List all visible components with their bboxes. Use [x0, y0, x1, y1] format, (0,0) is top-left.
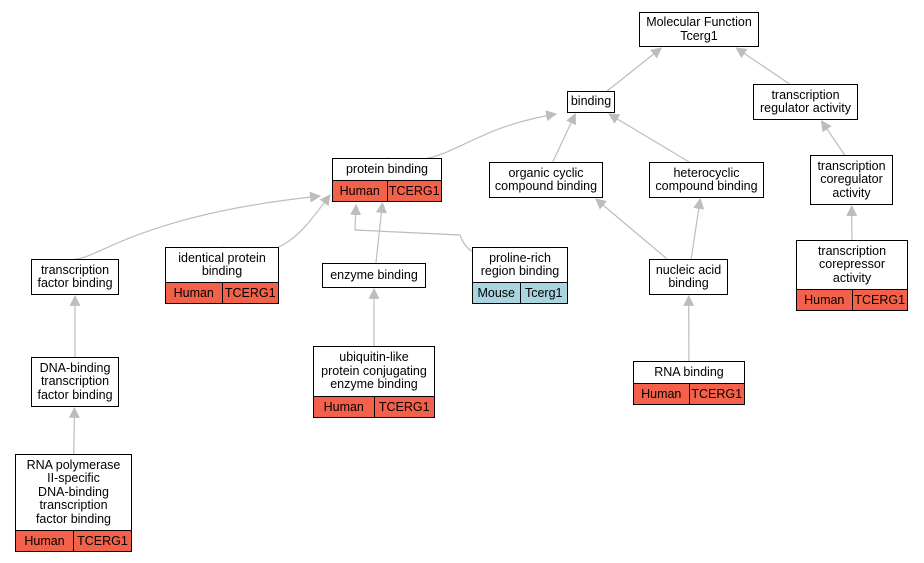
gene-cell: TCERG1	[386, 181, 442, 201]
term-label: RNA polymerase II-specific DNA-binding t…	[26, 457, 121, 526]
gene-cell: TCERG1	[373, 397, 435, 417]
term-label: protein binding	[345, 161, 428, 176]
term-node-transcription-regulator-activity[interactable]: transcription regulator activity	[753, 84, 858, 120]
annotation-row: Human TCERG1	[16, 530, 131, 551]
gene-cell: TCERG1	[73, 531, 131, 551]
edge-rna-polymerase-ii-specific-dna-binding-transcription-factor-binding-to-dna-binding-transcription-factor-binding	[68, 406, 80, 455]
term-node-dna-binding-transcription-factor-binding[interactable]: DNA-binding transcription factor binding	[31, 357, 119, 407]
species-cell: Human	[339, 184, 380, 198]
species-cell: Human	[323, 400, 364, 414]
edge-binding-to-molecular-function	[606, 47, 663, 92]
species-cell: Human	[804, 293, 845, 307]
gene-cell: TCERG1	[688, 384, 745, 404]
term-label: enzyme binding	[330, 267, 418, 282]
gene-cell: TCERG1	[221, 283, 279, 303]
species-cell: Mouse	[477, 286, 516, 300]
term-node-enzyme-binding[interactable]: enzyme binding	[322, 263, 426, 288]
species-cell: Human	[24, 534, 65, 548]
edge-nucleic-acid-binding-to-heterocyclic-compound-binding	[690, 197, 705, 260]
gene-cell: TCERG1	[851, 290, 908, 310]
term-node-transcription-coregulator-activity[interactable]: transcription coregulator activity	[810, 155, 893, 205]
annotation-row: Human TCERG1	[333, 180, 441, 201]
edge-organic-cyclic-compound-binding-to-binding	[552, 113, 577, 163]
species-cell: Human	[641, 387, 682, 401]
term-label: heterocyclic compound binding	[655, 165, 758, 193]
gene-cell: Tcerg1	[519, 283, 568, 303]
edge-enzyme-binding-to-protein-binding	[375, 201, 387, 264]
term-label: identical protein binding	[178, 250, 266, 278]
term-label: transcription corepressor activity	[817, 243, 887, 285]
annotation-row: Human TCERG1	[314, 396, 434, 417]
edge-protein-binding-to-binding	[386, 110, 558, 161]
term-label: transcription coregulator activity	[817, 158, 886, 200]
edge-identical-protein-binding-to-protein-binding	[221, 194, 331, 253]
annotation-row: Human TCERG1	[166, 282, 278, 303]
term-label: binding	[570, 94, 612, 109]
term-label: organic cyclic compound binding	[494, 165, 598, 193]
term-label: transcription factor binding	[37, 262, 113, 290]
term-node-heterocyclic-compound-binding[interactable]: heterocyclic compound binding	[649, 162, 764, 198]
term-node-transcription-factor-binding[interactable]: transcription factor binding	[31, 259, 119, 295]
term-label: transcription regulator activity	[759, 87, 851, 115]
term-node-organic-cyclic-compound-binding[interactable]: organic cyclic compound binding	[489, 162, 603, 198]
edge-heterocyclic-compound-binding-to-binding	[608, 113, 690, 163]
term-node-ubiquitin-like-protein-conjugating-enzyme-binding[interactable]: ubiquitin-like protein conjugating enzym…	[313, 346, 435, 418]
edge-nucleic-acid-binding-to-organic-cyclic-compound-binding	[595, 198, 668, 260]
species-cell: Human	[173, 286, 214, 300]
edge-transcription-factor-binding-to-protein-binding	[74, 191, 322, 260]
annotation-row: Human TCERG1	[797, 289, 907, 310]
term-node-nucleic-acid-binding[interactable]: nucleic acid binding	[649, 259, 728, 295]
term-label: DNA-binding transcription factor binding	[37, 360, 113, 402]
term-node-molecular-function[interactable]: Molecular Function Tcerg1	[639, 12, 759, 47]
term-label: RNA binding	[654, 364, 724, 379]
term-node-rna-polymerase-ii-specific-dna-binding-transcription-factor-binding[interactable]: RNA polymerase II-specific DNA-binding t…	[15, 454, 132, 552]
term-node-binding[interactable]: binding	[567, 91, 615, 113]
term-label: ubiquitin-like protein conjugating enzym…	[321, 350, 427, 392]
edge-transcription-coregulator-activity-to-transcription-regulator-activity	[820, 120, 846, 156]
term-label: Molecular Function Tcerg1	[646, 15, 752, 43]
term-label: proline-rich region binding	[480, 250, 560, 278]
term-label: nucleic acid binding	[655, 262, 722, 290]
annotation-row: Human TCERG1	[634, 383, 744, 404]
edge-transcription-regulator-activity-to-molecular-function	[735, 47, 790, 85]
